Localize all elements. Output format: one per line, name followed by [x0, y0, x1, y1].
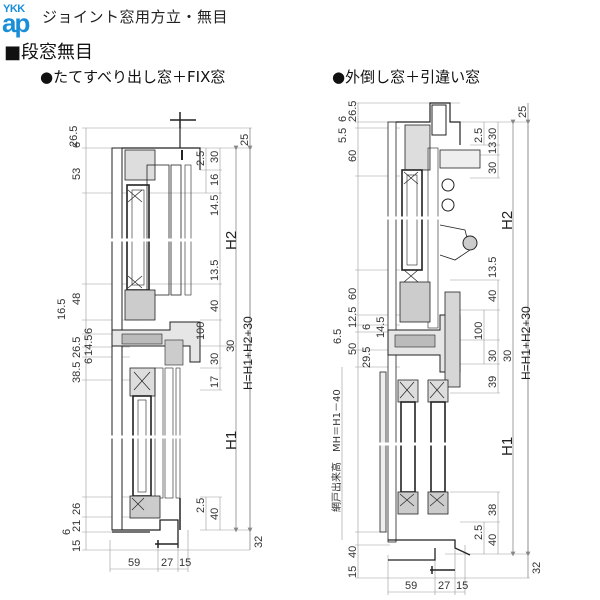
- d1-dim-label: 32: [253, 536, 265, 548]
- d2-dim-label: 2.5: [473, 525, 485, 540]
- d2-dim-label: 15: [456, 580, 468, 592]
- d2-dim-label: 40: [487, 534, 499, 546]
- d2-dim-label: 2.5: [473, 128, 485, 143]
- d1-dim-label: 53: [71, 168, 83, 180]
- d2-h1-label: H1: [499, 437, 516, 456]
- d1-dim-label: 59: [128, 557, 140, 569]
- d1-dim-label: 6: [71, 142, 83, 148]
- d2-dim-label: 40: [347, 546, 359, 558]
- d2-h2-label: H2: [499, 211, 516, 230]
- d2-dim-label: 25: [517, 106, 529, 118]
- d2-dim-label: 32: [531, 562, 543, 574]
- d1-upper-window-frame: [111, 112, 201, 531]
- d2-dim-label: 30: [502, 350, 514, 362]
- ykk-ap-logo: YKK ap: [2, 3, 32, 38]
- d1-dim-label: 26: [71, 503, 83, 515]
- d1-dim-label: 6: [83, 328, 95, 334]
- d2-dim-label: 39: [487, 376, 499, 388]
- d1-dim-label: 6: [83, 358, 95, 364]
- d2-dim-label: 13: [487, 142, 499, 154]
- d1-dim-label: 30: [225, 340, 237, 352]
- d1-inner-dimensions: 2.5 30 16 14.5 13.5 40 100 30 17 2.5 40: [195, 151, 221, 520]
- d2-dim-label: 30: [487, 350, 499, 362]
- section-title: ■段窓無目: [4, 42, 94, 63]
- d1-dim-label: 16.5: [56, 299, 68, 320]
- d1-dim-label: 17: [209, 376, 221, 388]
- d1-dim-label: 6: [61, 529, 73, 535]
- diagram-2-title: ●外倒し窓＋引違い窓: [332, 68, 481, 86]
- d1-dim-label: 26.5: [68, 126, 80, 147]
- d1-h-total-label: H=H1+H2+30: [241, 316, 255, 390]
- d1-dim-label: 27: [161, 557, 173, 569]
- d2-lower-window-frame: [379, 371, 471, 574]
- d2-dim-label: 38: [487, 504, 499, 516]
- d1-dim-label: 14.5: [209, 195, 221, 216]
- d1-dim-label: 13.5: [209, 260, 221, 281]
- d1-dim-label: 15: [71, 540, 83, 552]
- d1-dim-label: 26.5: [71, 337, 83, 358]
- d1-height-labels: H2 H1: [223, 231, 240, 450]
- d2-dim-label: 15: [347, 566, 359, 578]
- d1-break-lines: [100, 238, 210, 439]
- d2-dim-label: 50: [347, 343, 359, 355]
- diagram-1: 6 26.5 53 16.5 48 6 14.5 26.5 6 38.5 26 …: [56, 112, 265, 572]
- d2-dim-label: 12.5: [347, 307, 359, 328]
- d2-dim-label: 26.5: [347, 101, 359, 122]
- d2-dim-label: 40: [487, 290, 499, 302]
- d2-dim-label: 59: [405, 580, 417, 592]
- d2-inner-dimensions: 2.5 30 13 30 13.5 40 100 30 39 38 2.5 40: [473, 128, 499, 546]
- d2-dim-label: 60: [347, 288, 359, 300]
- d2-dim-label: 6.5: [332, 329, 344, 344]
- logo-ykk-text: YKK: [3, 3, 25, 15]
- d1-height-lines: [233, 128, 253, 550]
- d2-dim-label: 13.5: [487, 257, 499, 278]
- d1-lower-window-frame: [112, 367, 181, 548]
- d1-right-dimensions: 25 30 32: [225, 134, 265, 548]
- d2-bottom-dimensions: 59 27 15: [405, 580, 468, 592]
- d1-dim-label: 40: [209, 300, 221, 312]
- d1-dim-label: 48: [71, 293, 83, 305]
- d2-dim-label: 6: [337, 116, 349, 122]
- d2-dim-label: 6: [361, 324, 373, 330]
- d2-dim-label: 100: [473, 322, 485, 340]
- d2-dim-label: 5.5: [337, 128, 349, 143]
- d1-dim-label: 2.5: [195, 498, 207, 513]
- d2-dim-label: 14.5: [375, 317, 387, 338]
- d1-dim-label: 40: [209, 508, 221, 520]
- d2-height-labels: H2 H1: [499, 211, 516, 456]
- d1-dim-label: 2.5: [195, 151, 207, 166]
- d2-transom: [387, 291, 461, 388]
- d1-dim-label: 16: [209, 174, 221, 186]
- d2-screen-height-label: 網戸出来高 MH＝H1－40: [330, 389, 343, 512]
- d1-h2-label: H2: [223, 231, 240, 250]
- d1-transom: [111, 321, 201, 366]
- diagram-1-title: ●たてすべり出し窓＋FIX窓: [40, 68, 226, 86]
- diagram-2: 6 26.5 5.5 60 60 12.5 6 14.5 6.5 50 29.5…: [330, 101, 543, 595]
- d1-dim-label: 100: [195, 322, 207, 340]
- d1-dim-label: 15: [179, 557, 191, 569]
- d1-dim-label: 21: [71, 520, 83, 532]
- d2-dim-label: 30: [487, 128, 499, 140]
- d1-dim-label: 14.5: [83, 335, 95, 356]
- d2-dim-label: 30: [487, 162, 499, 174]
- d2-left-dimensions: 6 26.5 5.5 60 60 12.5 6 14.5 6.5 50 29.5…: [332, 101, 387, 578]
- d2-dim-label: 29.5: [361, 347, 373, 368]
- d1-dim-label: 25: [239, 134, 251, 146]
- d2-height-lines: [510, 103, 531, 578]
- d2-dim-label: 27: [438, 580, 450, 592]
- d1-dim-label: 30: [209, 151, 221, 163]
- d2-right-dimensions: 25 30 32: [502, 106, 543, 574]
- d1-bottom-dimensions: 59 27 15: [128, 557, 191, 569]
- logo-ap-text: ap: [2, 8, 30, 38]
- page-title: ジョイント窓用方立・無目: [42, 8, 229, 26]
- d2-dim-label: 60: [347, 150, 359, 162]
- d2-h-total-label: H=H1+H2+30: [519, 306, 533, 380]
- d1-left-dimensions: 6 26.5 53 16.5 48 6 14.5 26.5 6 38.5 26 …: [56, 126, 95, 552]
- d1-dim-label: 30: [209, 353, 221, 365]
- d1-h1-label: H1: [223, 431, 240, 450]
- d1-dim-label: 38.5: [71, 362, 83, 383]
- d2-break-lines: [375, 216, 490, 446]
